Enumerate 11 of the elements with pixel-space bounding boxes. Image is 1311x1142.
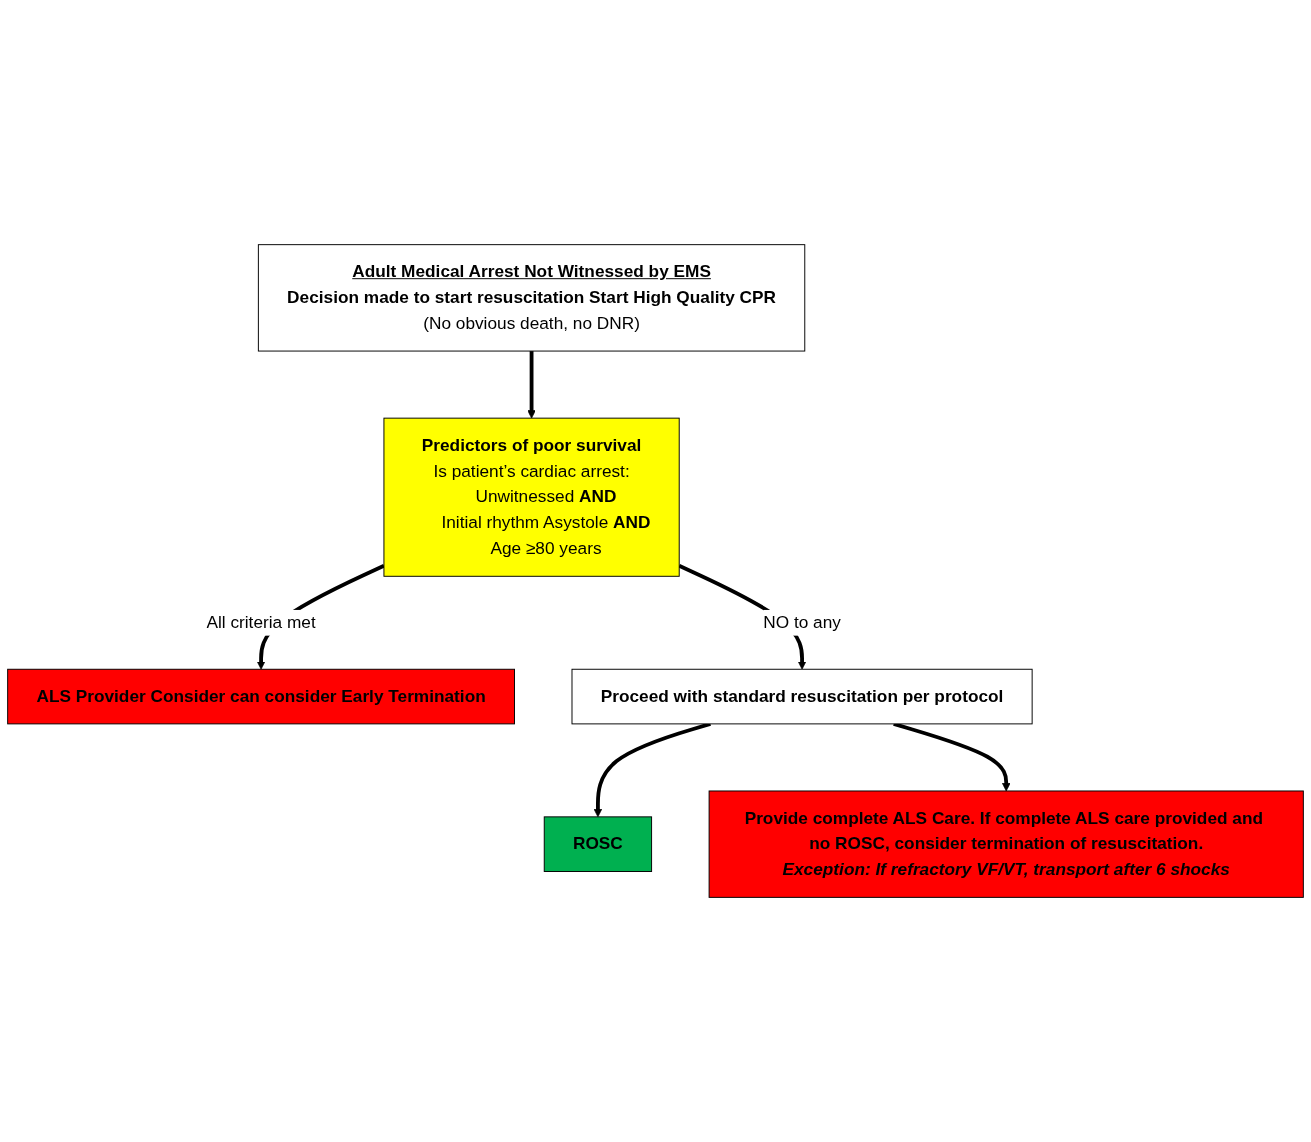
arrow bbox=[527, 351, 536, 419]
node-box: Provide complete ALS Care. If complete ALS care provided and no ROSC, consider termination of resuscitation. Exception: If refractory VF/VT, transport after 6 shocks bbox=[708, 790, 1304, 898]
node-box: ALS Provider Consider can consider Early Termination bbox=[7, 668, 515, 725]
node-box: Proceed with standard resuscitation per protocol bbox=[571, 668, 1033, 725]
edge-label: NO to any bbox=[763, 612, 841, 632]
arrow bbox=[893, 722, 1011, 792]
node-box: Adult Medical Arrest Not Witnessed by EMS Decision made to start resuscitation Start High Quality CPR (No obvious death, no DNR) bbox=[257, 244, 806, 352]
edge-label: All criteria met bbox=[206, 612, 316, 632]
node-box: ROSC bbox=[543, 816, 653, 872]
arrow bbox=[593, 722, 711, 818]
node-box: Predictors of poor survival Is patient’s cardiac arrest: Unwitnessed AND Initial rhythm Asystole AND Age ≥80 years bbox=[383, 417, 680, 577]
